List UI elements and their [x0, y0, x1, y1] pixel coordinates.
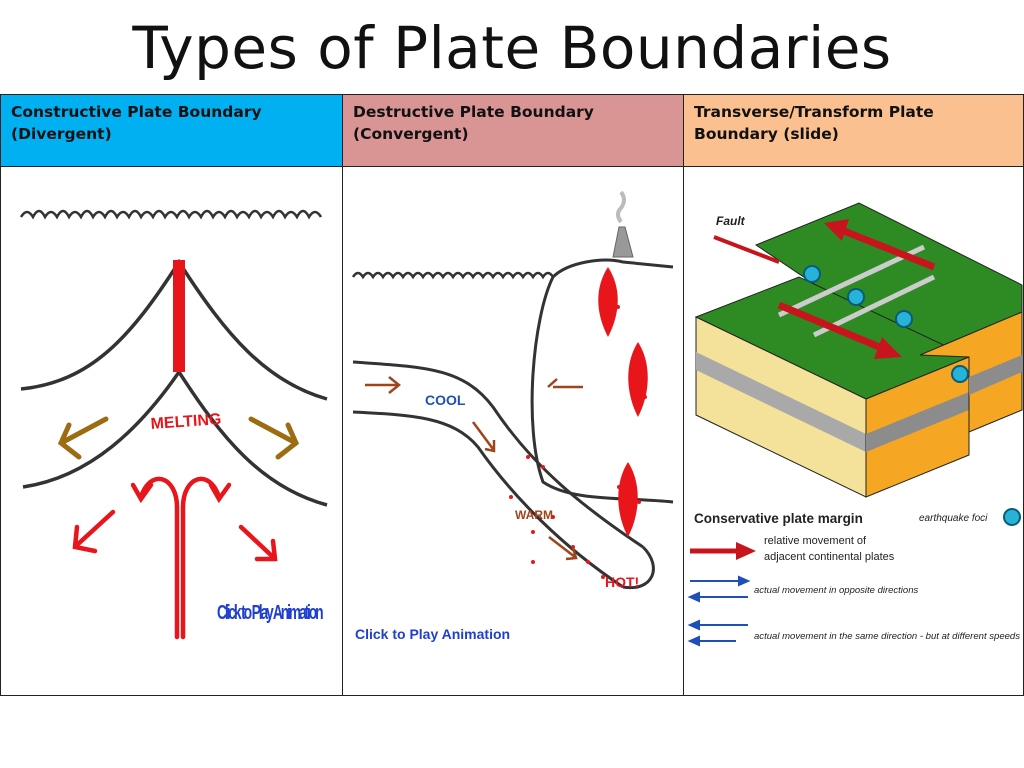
hot-label: HOT!	[605, 574, 639, 590]
magma-plume-3	[618, 462, 638, 537]
earthquake-foci	[803, 265, 969, 383]
boundaries-table: Constructive Plate Boundary (Divergent) …	[0, 94, 1024, 696]
convection-arrows	[72, 476, 278, 640]
magma-dyke	[173, 260, 185, 372]
volcano	[612, 226, 634, 258]
legend-relative-text-2: adjacent continental plates	[764, 551, 895, 563]
brown-arrow-left	[57, 416, 109, 460]
cell-divergent-diagram: MELTING Click to Play A	[1, 167, 343, 695]
legend-same-text: actual movement in the same direction - …	[754, 631, 1020, 642]
divergent-diagram[interactable]: MELTING Click to Play A	[1, 167, 343, 695]
cell-convergent-diagram: COOL WARM HOT! Click to Play Animation	[343, 167, 684, 695]
legend-opposite-text: actual movement in opposite directions	[754, 585, 918, 596]
brown-arrows	[365, 376, 583, 561]
slab-tip	[622, 545, 655, 590]
magma-plume-1	[598, 267, 618, 337]
sea-surface-line	[351, 271, 555, 280]
sea-surface-line	[19, 209, 323, 220]
header-destructive: Destructive Plate Boundary (Convergent)	[343, 95, 684, 167]
brown-arrow-right	[248, 416, 300, 460]
fault-pointer	[713, 235, 780, 264]
convergent-diagram[interactable]: COOL WARM HOT! Click to Play Animation	[343, 167, 684, 695]
header-transform: Transverse/Transform Plate Boundary (sli…	[684, 95, 1023, 167]
foci-legend-icon	[1003, 508, 1021, 526]
subducting-slab-top	[352, 360, 644, 549]
foci-legend-label: earthquake foci	[919, 513, 988, 524]
melting-label: MELTING	[150, 411, 222, 433]
play-animation-link[interactable]: Click to Play Animation	[355, 626, 510, 642]
subducting-slab-bottom	[352, 410, 624, 589]
legend-relative-arrow	[690, 542, 756, 560]
volcano-smoke	[616, 190, 626, 224]
magma-dots	[509, 290, 647, 579]
legend-same-arrows	[687, 619, 748, 647]
header-constructive: Constructive Plate Boundary (Divergent)	[1, 95, 343, 167]
caption-label: Conservative plate margin	[694, 511, 863, 526]
warm-label: WARM	[515, 508, 553, 522]
legend-relative-text-1: relative movement of	[764, 535, 867, 547]
legend-opposite-arrows	[687, 575, 751, 603]
slide-title: Types of Plate Boundaries	[132, 14, 892, 82]
block-back-right	[919, 311, 1023, 433]
cell-transform-diagram: Fault Conservative plate margin earthqua…	[684, 167, 1023, 695]
plate-motion-arrows	[777, 219, 936, 359]
cool-label: COOL	[425, 392, 466, 408]
magma-plume-2	[628, 342, 648, 417]
fault-label: Fault	[716, 214, 746, 228]
transform-diagram: Fault Conservative plate margin earthqua…	[687, 202, 1023, 647]
play-animation-link[interactable]: Click to Play Animation	[217, 600, 324, 623]
